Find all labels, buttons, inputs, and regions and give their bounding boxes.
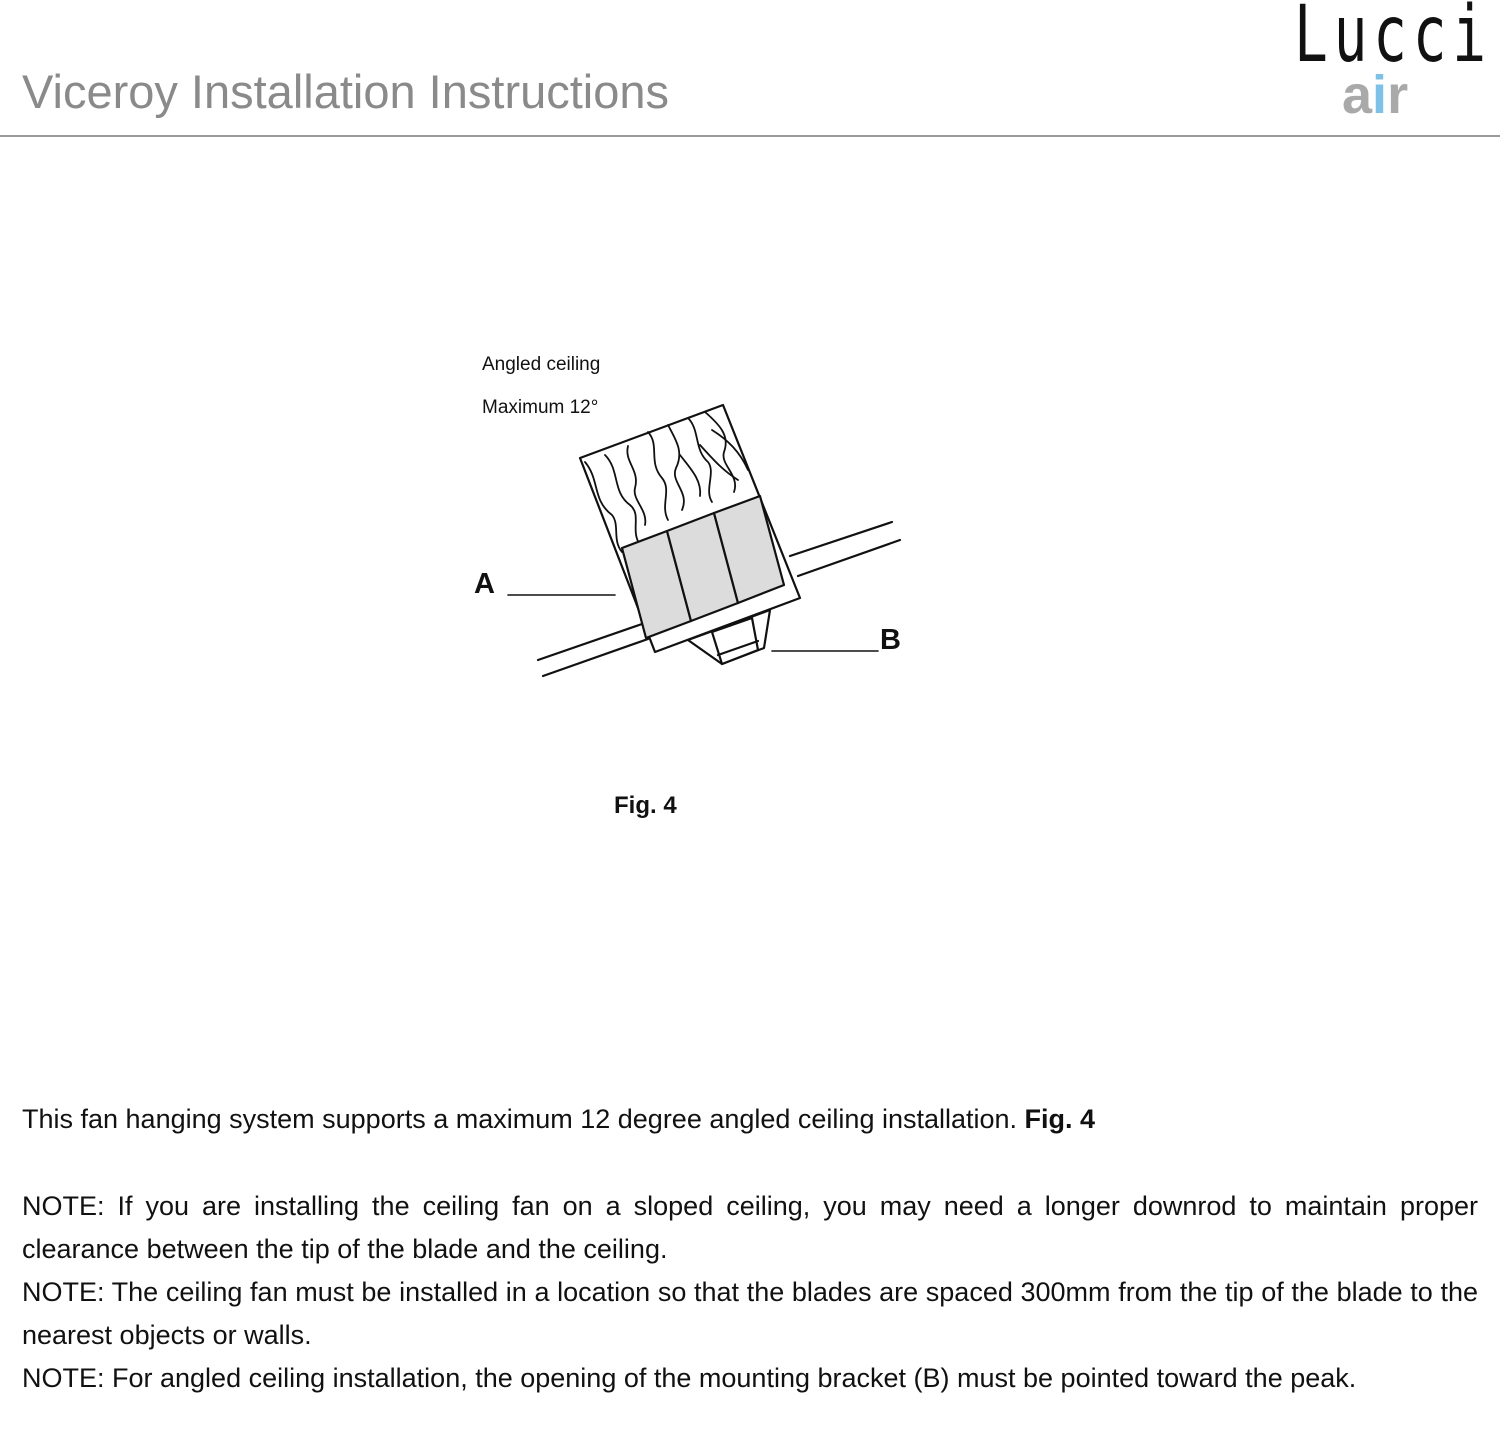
brand-logo: Lucci air: [1280, 0, 1490, 130]
ceiling-line-upper-right: [788, 520, 894, 558]
logo-subtitle: air: [1342, 68, 1408, 122]
wood-grain: [584, 411, 749, 553]
header-divider: [0, 135, 1500, 137]
note-blade-clearance: NOTE: The ceiling fan must be installed …: [22, 1277, 1478, 1350]
notes-block: NOTE: If you are installing the ceiling …: [22, 1185, 1478, 1400]
ceiling-line-lower-left: [541, 637, 650, 678]
note-sloped-ceiling: NOTE: If you are installing the ceiling …: [22, 1191, 1478, 1264]
logo-sub-a: a: [1342, 65, 1373, 125]
logo-wordmark: Lucci: [1294, 0, 1492, 80]
mounting-bracket-panel-right: [712, 494, 786, 605]
logo-sub-r: r: [1387, 65, 1409, 125]
logo-sub-i: i: [1372, 65, 1388, 125]
page-title: Viceroy Installation Instructions: [22, 65, 670, 118]
support-paragraph-fig-ref: Fig. 4: [1024, 1104, 1096, 1134]
support-paragraph-text: This fan hanging system supports a maxim…: [22, 1104, 1025, 1134]
ceiling-line-upper-left: [536, 622, 644, 662]
angled-ceiling-diagram: Angled ceiling Maximum 12° A B: [460, 340, 920, 700]
diagram-drawing: [507, 403, 902, 678]
figure-caption: Fig. 4: [614, 792, 677, 819]
bracket-bottom-piece: [686, 608, 772, 666]
note-bracket-orientation: NOTE: For angled ceiling installation, t…: [22, 1363, 1357, 1393]
ceiling-line-lower-right: [796, 538, 902, 578]
support-paragraph: This fan hanging system supports a maxim…: [22, 1098, 1478, 1141]
label-angled-ceiling: Angled ceiling: [482, 354, 601, 375]
callout-b: B: [880, 624, 901, 656]
label-maximum-angle: Maximum 12°: [482, 397, 599, 418]
callout-a: A: [474, 568, 495, 600]
